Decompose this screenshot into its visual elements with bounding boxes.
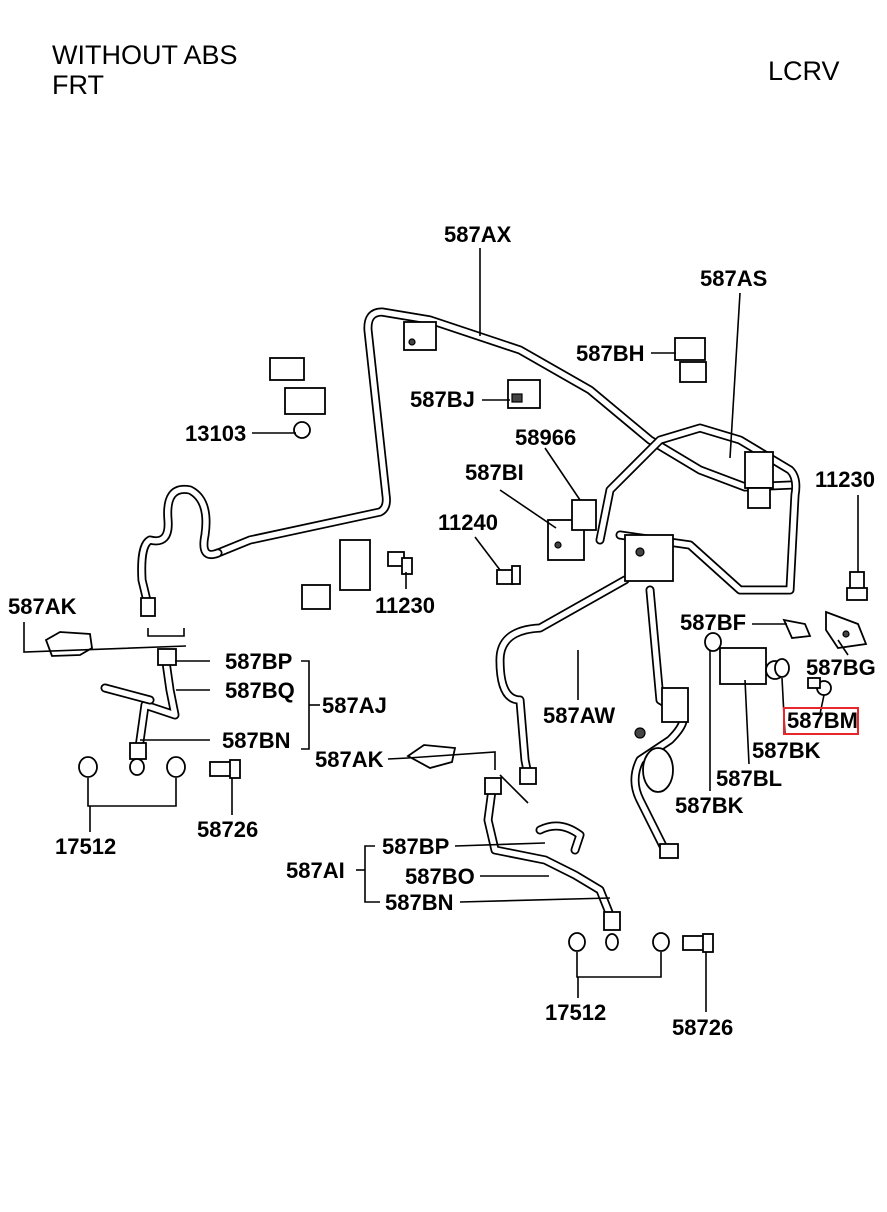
label-587AI[interactable]: 587AI bbox=[286, 858, 345, 883]
label-587BF[interactable]: 587BF bbox=[680, 610, 746, 635]
fitting-rear-right bbox=[659, 843, 679, 859]
label-17512-bottom[interactable]: 17512 bbox=[545, 1000, 606, 1025]
label-587AK-mid[interactable]: 587AK bbox=[315, 747, 384, 772]
clip-587AX bbox=[403, 321, 437, 351]
highlight-box bbox=[783, 707, 859, 735]
hose-end-587BN-top bbox=[129, 742, 147, 760]
clip-17512-left bbox=[78, 756, 186, 778]
proportioning-valve bbox=[624, 534, 674, 582]
brake-hose-587AJ bbox=[100, 650, 180, 760]
label-587BN-top[interactable]: 587BN bbox=[222, 728, 290, 753]
bracket-13103 bbox=[269, 357, 326, 439]
brake-tube-587AX bbox=[213, 307, 797, 558]
brake-tube-587AW bbox=[495, 575, 630, 780]
label-587BN-bottom[interactable]: 587BN bbox=[385, 890, 453, 915]
brake-hose-587AI bbox=[483, 785, 617, 925]
label-587AS[interactable]: 587AS bbox=[700, 266, 767, 291]
label-58726-bottom[interactable]: 58726 bbox=[672, 1015, 733, 1040]
label-11240[interactable]: 11240 bbox=[438, 510, 498, 535]
label-587AX[interactable]: 587AX bbox=[444, 222, 512, 247]
label-587AW[interactable]: 587AW bbox=[543, 703, 615, 728]
clip-17512-bottom bbox=[568, 932, 670, 952]
label-587BK-lower[interactable]: 587BK bbox=[675, 793, 744, 818]
label-13103[interactable]: 13103 bbox=[185, 421, 246, 446]
clip-587BH bbox=[674, 337, 707, 383]
label-11230-right[interactable]: 11230 bbox=[815, 467, 875, 492]
label-587AJ[interactable]: 587AJ bbox=[322, 693, 387, 718]
clip-587AW-rear bbox=[634, 687, 689, 793]
bracket-587BI bbox=[547, 499, 597, 561]
bolt-11230-mid bbox=[387, 551, 413, 575]
clip-587BJ bbox=[507, 379, 541, 409]
bracket-mid bbox=[301, 539, 371, 610]
label-587AK-top[interactable]: 587AK bbox=[8, 594, 77, 619]
label-587BP-bottom[interactable]: 587BP bbox=[382, 834, 449, 859]
bracket-587BG bbox=[825, 610, 868, 649]
label-17512-left[interactable]: 17512 bbox=[55, 834, 116, 859]
fitting-587AW bbox=[519, 767, 537, 785]
label-587BK-right[interactable]: 587BK bbox=[752, 738, 821, 763]
grommet-587BK-left bbox=[704, 632, 722, 652]
brake-tube-front-left bbox=[137, 484, 223, 610]
label-587BP-top[interactable]: 587BP bbox=[225, 649, 292, 674]
label-587BO[interactable]: 587BO bbox=[405, 864, 475, 889]
fitting-front-left bbox=[140, 597, 156, 617]
header-right-code: LCRV bbox=[768, 56, 840, 86]
bolt-11230-right bbox=[846, 571, 868, 601]
bolt-11240 bbox=[496, 565, 521, 585]
label-587BL[interactable]: 587BL bbox=[716, 766, 782, 791]
grommet-587BK-right bbox=[774, 658, 790, 678]
fitting-587BP-bottom bbox=[484, 777, 502, 795]
label-587BQ[interactable]: 587BQ bbox=[225, 678, 295, 703]
leader-lines bbox=[23, 248, 859, 1012]
header-line-2: FRT bbox=[52, 70, 104, 100]
fitting-587BN-bottom bbox=[603, 911, 621, 931]
label-58726-left[interactable]: 58726 bbox=[197, 817, 258, 842]
label-587BJ[interactable]: 587BJ bbox=[410, 387, 475, 412]
junction-block-587AS bbox=[744, 451, 774, 509]
label-587BM[interactable]: 587BM bbox=[787, 708, 858, 733]
part-labels: 587AX 587AS 587BH 587BJ 13103 58966 587B… bbox=[8, 222, 876, 1040]
bracket-587AK-top bbox=[44, 631, 93, 657]
label-587BH[interactable]: 587BH bbox=[576, 341, 644, 366]
label-587BI[interactable]: 587BI bbox=[465, 460, 524, 485]
header-line-1: WITHOUT ABS bbox=[52, 40, 238, 70]
label-58966[interactable]: 58966 bbox=[515, 425, 576, 450]
bolt-58726-bottom bbox=[682, 933, 714, 953]
bolt-58726-left bbox=[209, 759, 241, 779]
valve-587BL bbox=[719, 647, 785, 685]
label-11230-mid[interactable]: 11230 bbox=[375, 593, 435, 618]
fitting-587BP-top bbox=[157, 648, 177, 666]
bolt-587BM bbox=[807, 677, 832, 696]
bracket-587BF bbox=[782, 618, 812, 639]
brake-tube-587AS bbox=[595, 423, 801, 595]
label-587BG[interactable]: 587BG bbox=[806, 655, 876, 680]
